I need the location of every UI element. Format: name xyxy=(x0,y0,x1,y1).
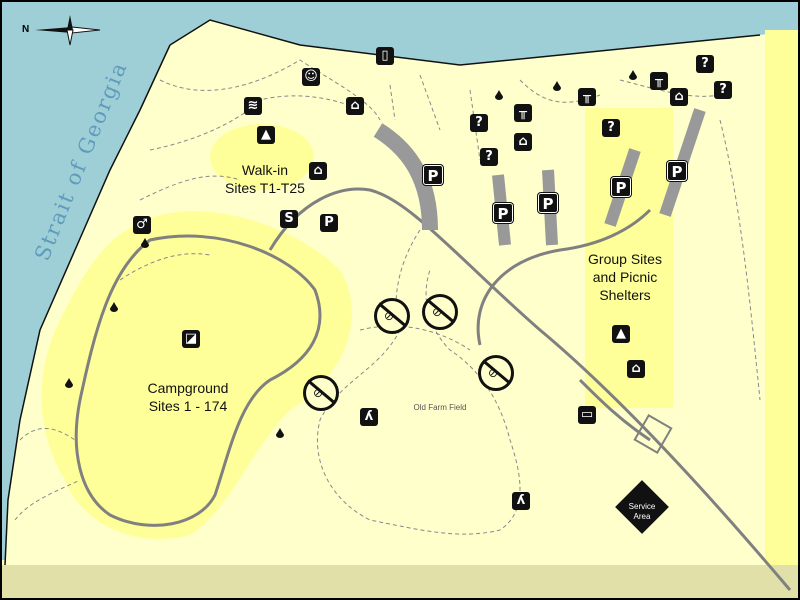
north-label: N xyxy=(22,24,30,35)
info-icon: ? xyxy=(480,148,498,166)
campground-label: Campground Sites 1 - 174 xyxy=(147,380,229,414)
campground-area xyxy=(41,211,352,539)
water-tap-icon xyxy=(276,428,284,438)
parking-icon: P xyxy=(611,177,631,197)
group-tent-icon: ▲ xyxy=(612,325,630,343)
parking-icon: P xyxy=(423,165,443,185)
water-tap-icon xyxy=(110,302,118,312)
water-tap-icon xyxy=(553,81,561,91)
playground-icon: ☺ xyxy=(302,68,320,86)
no-bikes-icon: ⊘ xyxy=(478,355,514,391)
picnic-table-icon: ╥ xyxy=(650,72,668,90)
toilets-icon: ♂ xyxy=(133,216,151,234)
group-shelter-icon: ⌂ xyxy=(627,360,645,378)
parking-icon: P xyxy=(667,161,687,181)
tent-icon: ▲ xyxy=(257,126,275,144)
picnic-table-icon: ╥ xyxy=(514,104,532,122)
no-bikes-icon: ⊘ xyxy=(303,375,339,411)
water-tap-icon xyxy=(495,90,503,100)
walkin-label: Walk-in Sites T1-T25 xyxy=(225,162,305,196)
hiking-icon: ʎ xyxy=(360,408,378,426)
washroom-icon: ▯ xyxy=(376,47,394,65)
hiking-icon: ʎ xyxy=(512,492,530,510)
parking-icon: P xyxy=(493,203,513,223)
shelter-icon: ⌂ xyxy=(670,88,688,106)
water-tap-icon xyxy=(65,378,73,388)
no-bikes-icon: ⊘ xyxy=(422,294,458,330)
walkin-area xyxy=(210,124,314,190)
amphitheatre-icon: ≋ xyxy=(244,97,262,115)
gate-icon: ▭ xyxy=(578,406,596,424)
info-icon: ? xyxy=(470,114,488,132)
water-tap-icon xyxy=(629,70,637,80)
info-icon: ? xyxy=(696,55,714,73)
shelter-icon: ⌂ xyxy=(514,133,532,151)
info-icon: ? xyxy=(714,81,732,99)
rv-site-icon: ◪ xyxy=(182,330,200,348)
farm-field-label: Old Farm Field xyxy=(413,403,467,412)
water-area xyxy=(0,0,800,560)
picnic-table-icon: ╥ xyxy=(578,88,596,106)
parking-icon: P xyxy=(538,193,558,213)
north-arrow-icon xyxy=(35,15,101,46)
water-tap-icon xyxy=(141,238,149,248)
parking-icon: P xyxy=(320,214,338,232)
sani-dump-icon: S xyxy=(280,210,298,228)
info-icon: ? xyxy=(602,119,620,137)
picnic-shelter-icon: ⌂ xyxy=(309,162,327,180)
picnic-shelter-icon: ⌂ xyxy=(346,97,364,115)
no-bikes-icon: ⊘ xyxy=(374,298,410,334)
group-sites-label: Group Sites and Picnic Shelters xyxy=(588,251,662,303)
service-area-label: Service Area xyxy=(628,502,656,521)
